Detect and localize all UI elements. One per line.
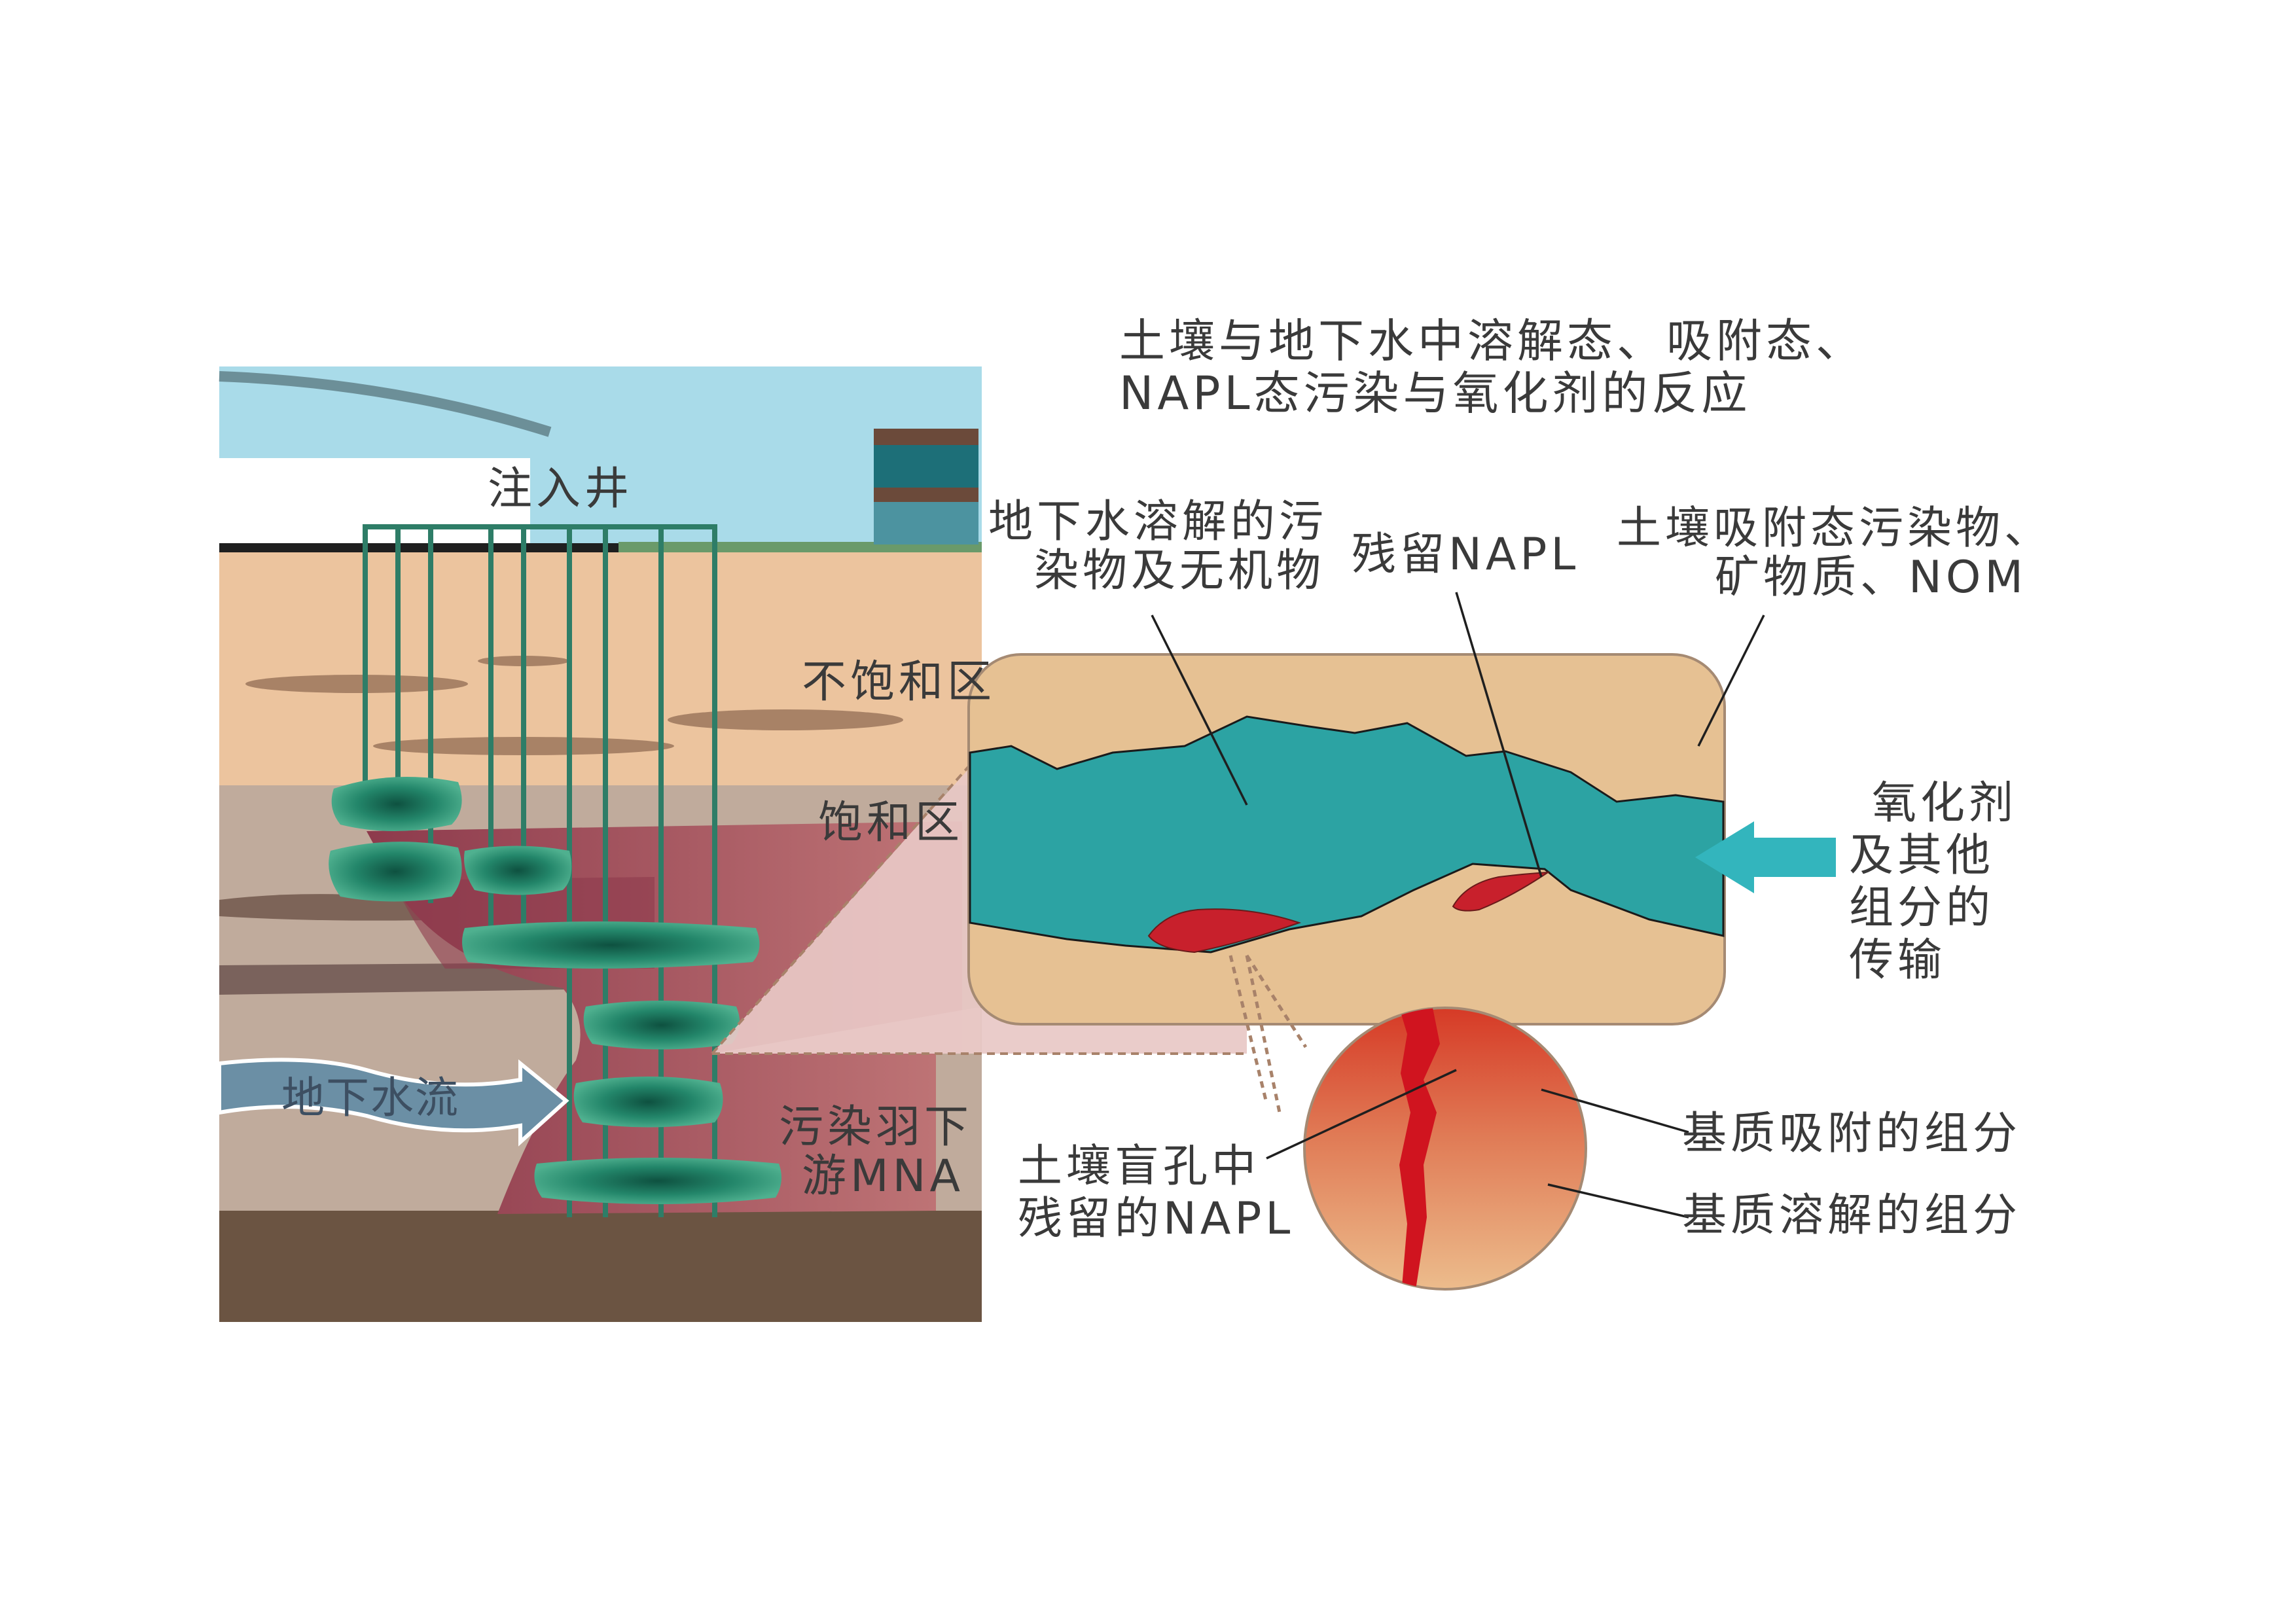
plume-mna-label-1: 污染羽下 [779, 1101, 973, 1153]
residual-napl-label: 残留NAPL [1352, 529, 1579, 580]
oxidant-lens [329, 842, 462, 902]
pore-napl-label-1: 土壤盲孔中 [1018, 1141, 1260, 1192]
zoom-border [1245, 955, 1282, 1113]
clay-lens [668, 709, 903, 730]
matrix-circle [1303, 1007, 1587, 1291]
dissolved-contaminants-label-2: 染物及无机物 [1034, 545, 1325, 597]
oxidant-transport-label-2: 及其他 [1849, 830, 1994, 882]
zoom-border [1245, 954, 1308, 1048]
matrix-dissolved-label: 基质溶解的组分 [1682, 1190, 2021, 1241]
oxidant-transport-label-3: 组分的 [1849, 882, 1994, 934]
leader-lines [1151, 592, 1765, 1219]
injection-well-label: 注入井 [488, 463, 633, 515]
oxidant-lens [583, 1001, 740, 1050]
surface-line [219, 371, 552, 437]
plume-mna-label-2: 游MNA [802, 1150, 964, 1202]
oxidant-lenses [329, 777, 781, 1204]
dissolved-contaminants-label-1: 地下水溶解的污 [988, 496, 1327, 548]
zoom-border [711, 758, 977, 1055]
groundwater-channel [969, 715, 1725, 954]
sky-mask [219, 458, 530, 546]
napl-blob [1452, 871, 1551, 912]
oxidant-transport-label-4: 传输 [1849, 935, 1946, 986]
sorbed-contaminants-label-2: 矿物质、NOM [1715, 552, 2027, 603]
oxidant-lens [534, 1158, 781, 1204]
clay-lens [245, 675, 468, 693]
pore-napl-label-2: 残留的NAPL [1018, 1193, 1294, 1245]
zoom-border [1229, 955, 1268, 1103]
oxidant-lens [464, 846, 572, 895]
subsurface-cross-section [217, 366, 982, 1322]
oxidant-lens [573, 1077, 723, 1128]
matrix-magnifier [1303, 1007, 1587, 1291]
title-line-1: 土壤与地下水中溶解态、吸附态、 [1119, 314, 1865, 368]
grass-strip [619, 542, 982, 554]
unsaturated-zone-label: 不饱和区 [802, 656, 996, 708]
pore-scale-panel [967, 653, 1726, 1026]
groundwater-flow-label: 地下水流 [281, 1073, 459, 1123]
napl-blob [1147, 908, 1302, 954]
title-line-2: NAPL态污染与氧化剂的反应 [1119, 366, 1751, 420]
napl-crack [1395, 1008, 1440, 1289]
sorbed-contaminants-label-1: 土壤吸附态污染物、 [1617, 503, 2053, 554]
oxidant-transport-label-1: 氧化剂 [1872, 777, 2017, 829]
oxidant-lens [331, 777, 462, 831]
saturated-zone-label: 饱和区 [818, 797, 963, 849]
oxidant-lens [462, 921, 760, 969]
oxidant-transport-arrow [1695, 821, 1836, 893]
groundwater-flow-arrow [217, 1058, 569, 1147]
building [874, 429, 978, 544]
bedrock [219, 1211, 982, 1322]
matrix-sorbed-label: 基质吸附的组分 [1682, 1108, 2021, 1160]
